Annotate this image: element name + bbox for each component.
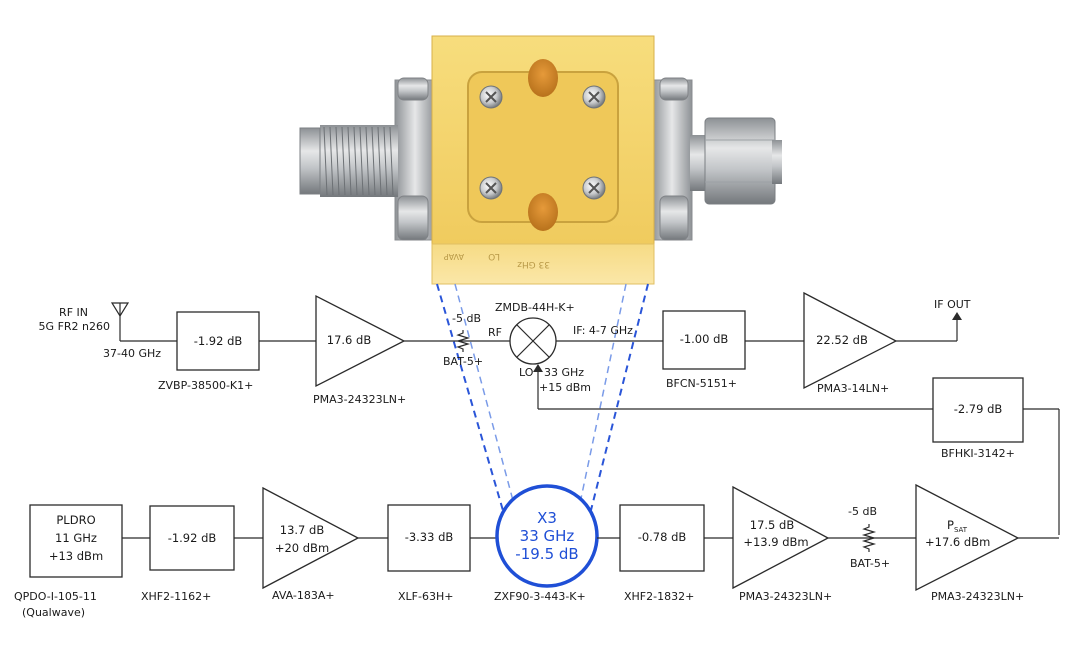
amp-pma3-part: PMA3-24323LN+: [739, 590, 832, 603]
amp-ava-power: +20 dBm: [275, 541, 329, 555]
zoom-lines: [436, 283, 649, 515]
engraving-text: 33 GHz: [517, 259, 550, 269]
filter-bfcn-part: BFCN-5151+: [666, 377, 737, 390]
amp-pma3-24323ln-block: [732, 485, 830, 590]
pldro-label: PLDRO: [56, 513, 95, 527]
filter-xhf2-1832-block: [619, 504, 705, 572]
screw-icon: [582, 85, 606, 109]
amp-ava-gain: 13.7 dB: [280, 523, 325, 537]
if-amp-part: PMA3-14LN+: [817, 382, 889, 395]
filter-bfhki-block: [932, 377, 1024, 443]
if-amp-value: 22.52 dB: [816, 333, 868, 347]
filter-bfhki-value: -2.79 dB: [954, 402, 1003, 416]
amp-psat-label: PSAT: [947, 518, 968, 534]
engraving-text: AVAP: [444, 252, 464, 261]
gold-housing: 33 GHz LO AVAP: [431, 35, 655, 285]
arrow-up-icon: [952, 312, 962, 320]
sma-connector-right: [651, 77, 782, 241]
mixer-if-port: IF: 4-7 GHz: [573, 324, 633, 337]
attenuator-value: -5 dB: [452, 312, 481, 325]
tripler-frequency: 33 GHz: [520, 527, 575, 545]
lna-pma3-part: PMA3-24323LN+: [313, 393, 406, 406]
rf-in-label: RF IN: [59, 306, 88, 319]
mixer-rf-port: RF: [488, 326, 502, 339]
filter-xhf2-1162-part: XHF2-1162+: [141, 590, 211, 603]
mixer-icon: [509, 317, 557, 365]
amp-ava-part: AVA-183A+: [272, 589, 335, 602]
amp-psat-block: [915, 483, 1020, 592]
filter-xlf-63h-part: XLF-63H+: [398, 590, 453, 603]
attenuator2-value: -5 dB: [848, 505, 877, 518]
pldro-vendor: (Qualwave): [22, 606, 85, 619]
filter-xhf2-1162-value: -1.92 dB: [168, 531, 217, 545]
amp-pma3-gain: 17.5 dB: [750, 518, 795, 532]
attenuator-icon: [455, 330, 471, 352]
mixer-part: ZMDB-44H-K+: [495, 301, 575, 314]
tripler-multiplier: X3: [537, 509, 557, 527]
mixer-lo-port: LO: [519, 366, 534, 379]
screw-icon: [479, 85, 503, 109]
amp-psat-part: PMA3-24323LN+: [931, 590, 1024, 603]
if-out-label: IF OUT: [934, 298, 971, 311]
filter-xlf-63h-value: -3.33 dB: [405, 530, 454, 544]
screw-icon: [479, 176, 503, 200]
filter-xhf2-1832-value: -0.78 dB: [638, 530, 687, 544]
filter-bfhki-part: BFHKI-3142+: [941, 447, 1015, 460]
amp-psat-main: P: [947, 518, 954, 532]
filter-zvbp-value: -1.92 dB: [194, 334, 243, 348]
lo-power: +15 dBm: [539, 381, 591, 394]
amp-ava-183a-block: [262, 486, 360, 590]
lna-pma3-value: 17.6 dB: [327, 333, 372, 347]
sma-connector-left: [299, 77, 436, 241]
pldro-frequency: 11 GHz: [55, 531, 97, 545]
rf-in-freq-label: 37-40 GHz: [103, 347, 161, 360]
attenuator2-part: BAT-5+: [850, 557, 890, 570]
filter-bfcn-value: -1.00 dB: [680, 332, 729, 346]
pldro-source-block: [29, 504, 123, 578]
filter-zvbp-block: [176, 311, 260, 371]
amp-psat-power: +17.6 dBm: [925, 535, 990, 549]
pldro-part: QPDO-I-105-11: [14, 590, 97, 603]
tripler-device-photo: 33 GHz LO AVAP: [299, 35, 782, 285]
mounting-hole-icon: [528, 193, 558, 231]
filter-bfcn-block: [662, 310, 746, 370]
pldro-power: +13 dBm: [49, 549, 103, 563]
if-amp-pma3-14ln-block: [803, 291, 898, 390]
mounting-hole-icon: [528, 59, 558, 97]
rf-in-band-label: 5G FR2 n260: [39, 320, 110, 333]
screw-icon: [582, 176, 606, 200]
arrow-up-icon: [533, 364, 543, 372]
amp-pma3-power: +13.9 dBm: [743, 535, 808, 549]
lna-pma3-block: [315, 294, 406, 388]
antenna-icon: [110, 302, 130, 341]
attenuator-icon: [861, 524, 877, 552]
lo-frequency: 33 GHz: [544, 366, 584, 379]
engraving-text: LO: [488, 251, 500, 261]
filter-xhf2-1832-part: XHF2-1832+: [624, 590, 694, 603]
attenuator-part: BAT-5+: [443, 355, 483, 368]
amp-psat-sub: SAT: [954, 526, 968, 534]
frequency-tripler-block: [495, 484, 599, 588]
filter-zvbp-part: ZVBP-38500-K1+: [158, 379, 253, 392]
tripler-loss: -19.5 dB: [515, 545, 578, 563]
tripler-part: ZXF90-3-443-K+: [494, 590, 586, 603]
